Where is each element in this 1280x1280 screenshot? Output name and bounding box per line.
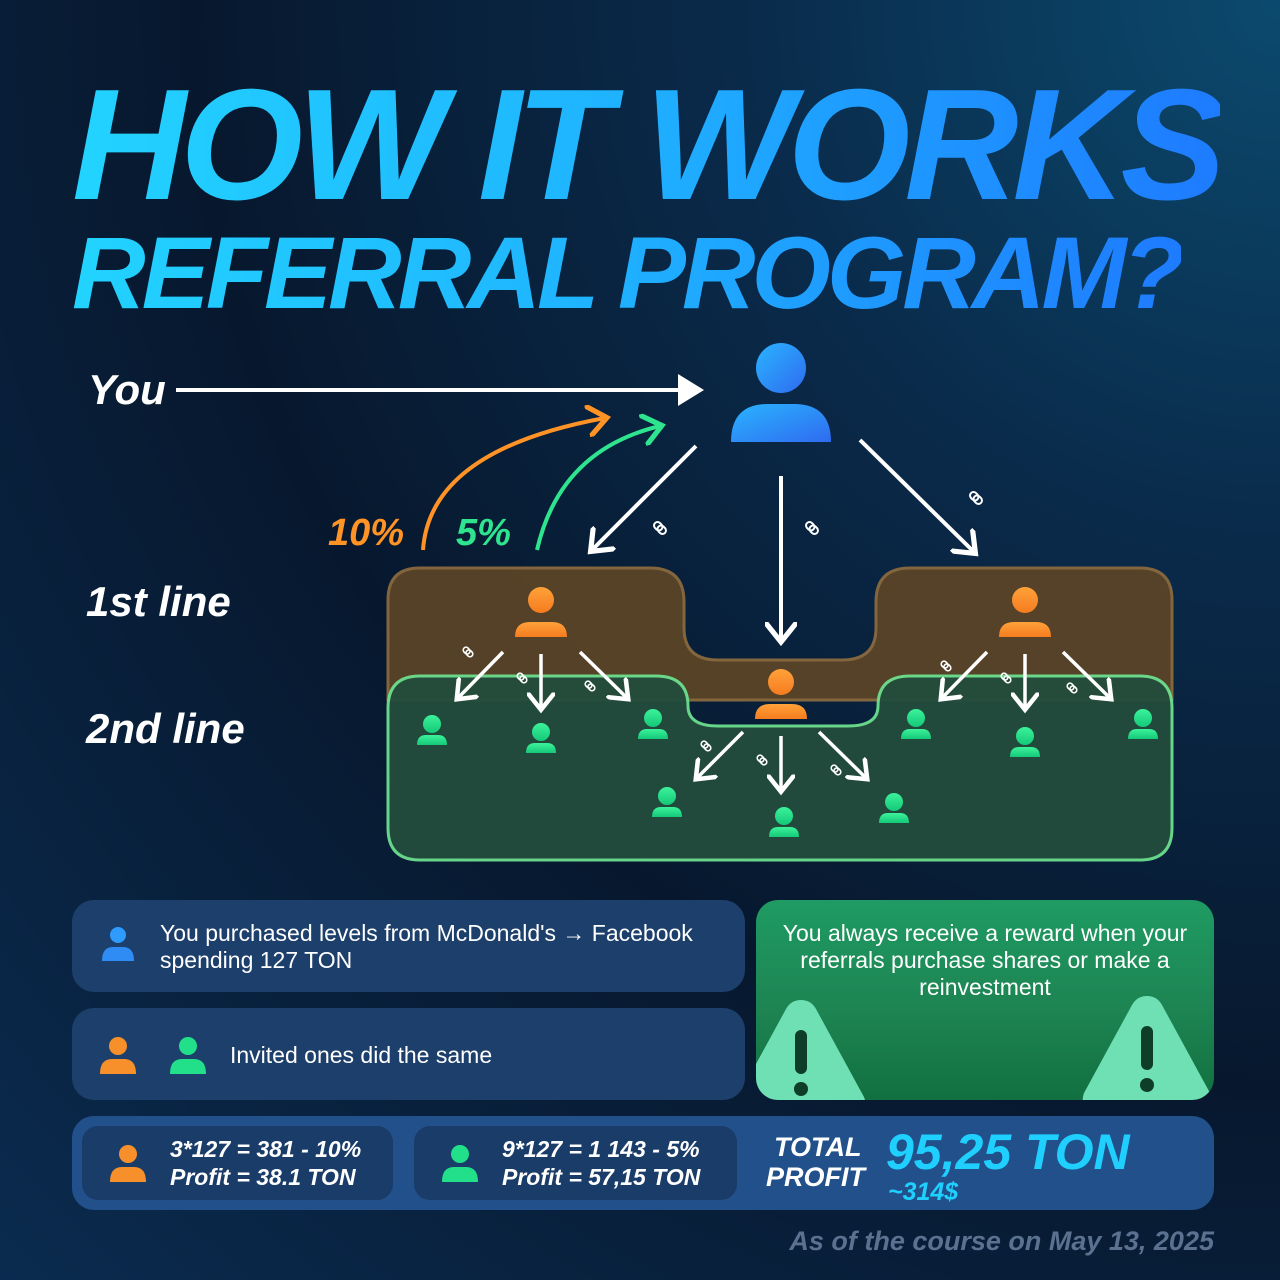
you-to-first-line-arrows bbox=[592, 438, 974, 640]
first-line-person-icon bbox=[100, 1037, 136, 1074]
reward-info-box: You always receive a reward when your re… bbox=[756, 900, 1214, 1100]
warning-icon bbox=[756, 1000, 865, 1100]
you-person-icon bbox=[731, 343, 831, 442]
second-line-percent: 5% bbox=[456, 512, 511, 554]
first-line-profit-card: 3*127 = 381 - 10% Profit = 38.1 TON bbox=[82, 1126, 393, 1200]
title-line-2: REFERRAL PROGRAM? bbox=[72, 216, 1185, 330]
title-line-1: HOW IT WORKS bbox=[72, 57, 1226, 233]
course-footnote: As of the course on May 13, 2025 bbox=[789, 1226, 1214, 1256]
first-line-person-icon bbox=[110, 1145, 146, 1182]
purchase-info-box: You purchased levels from McDonald's → F… bbox=[72, 900, 745, 992]
warning-icon bbox=[1082, 996, 1212, 1100]
reward-text: You always receive a reward when your re… bbox=[782, 920, 1188, 1000]
total-profit-usd: ~314$ bbox=[888, 1178, 959, 1206]
link-icon bbox=[651, 519, 669, 537]
second-line-profit: Profit = 57,15 TON bbox=[502, 1164, 701, 1190]
invited-info-box: Invited ones did the same bbox=[72, 1008, 745, 1100]
second-line-person-icon bbox=[170, 1037, 206, 1074]
first-line-person-icons bbox=[515, 587, 1051, 719]
second-line-calc: 9*127 = 1 143 - 5% bbox=[502, 1136, 700, 1162]
you-label: You bbox=[88, 366, 166, 413]
link-icon bbox=[967, 489, 985, 507]
first-line-percent: 10% bbox=[328, 512, 405, 554]
first-line-profit: Profit = 38.1 TON bbox=[170, 1164, 356, 1190]
purchase-text: You purchased levels from McDonald's → F… bbox=[160, 920, 693, 973]
second-line-profit-card: 9*127 = 1 143 - 5% Profit = 57,15 TON bbox=[414, 1126, 737, 1200]
first-line-percent-arrow bbox=[421, 418, 605, 551]
total-profit-label: TOTAL PROFIT bbox=[766, 1132, 865, 1192]
first-line-calc: 3*127 = 381 - 10% bbox=[170, 1136, 362, 1162]
invited-text: Invited ones did the same bbox=[230, 1042, 493, 1068]
second-line-percent-arrow bbox=[535, 426, 660, 551]
first-to-second-line-arrows bbox=[458, 650, 1110, 790]
second-line-person-icon bbox=[442, 1145, 478, 1182]
second-line-label: 2nd line bbox=[86, 705, 245, 752]
profit-bar: 3*127 = 381 - 10% Profit = 38.1 TON 9*12… bbox=[72, 1116, 1214, 1210]
you-person-icon bbox=[102, 927, 134, 961]
first-line-label: 1st line bbox=[86, 578, 231, 625]
link-icon bbox=[803, 519, 821, 537]
total-profit-value: 95,25 TON bbox=[886, 1124, 1130, 1180]
